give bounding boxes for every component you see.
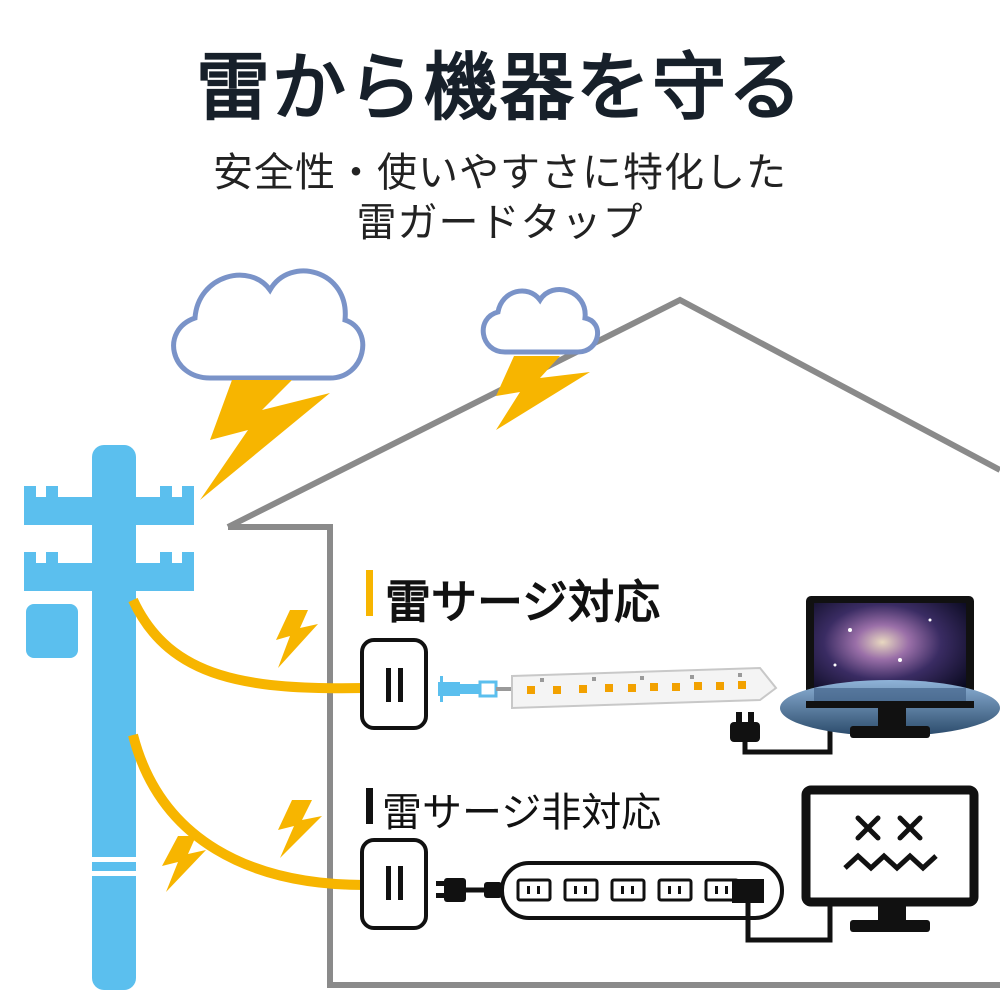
label-marker-yellow [366, 570, 373, 616]
surge-supported-label: 雷サージ対応 [385, 575, 661, 629]
subtitle-line-2: 雷ガードタップ [356, 200, 644, 246]
lightning-bolt-icon [200, 380, 330, 500]
cloud-icon [480, 287, 601, 355]
lightning-bolt-icon [162, 836, 206, 892]
non-surge-power-strip [436, 861, 833, 943]
wall-outlet-icon [360, 638, 428, 730]
power-line-lower [128, 733, 366, 890]
subtitle-line-1: 安全性・使いやすさに特化した [213, 150, 787, 196]
power-line-upper [128, 597, 366, 694]
lightning-bolt-icon [496, 356, 590, 430]
wall-outlet-icon [360, 838, 428, 930]
page-title: 雷から機器を守る [196, 45, 804, 131]
tv-monitor-icon [780, 596, 1000, 738]
broken-tv-icon [801, 785, 979, 932]
lightning-bolt-icon [278, 800, 322, 858]
surge-protected-power-strip [438, 666, 778, 710]
lightning-bolt-icon [276, 610, 318, 668]
house-outline [226, 296, 1000, 988]
cloud-icon [171, 268, 366, 381]
utility-pole-icon [24, 445, 194, 990]
surge-not-supported-label: 雷サージ非対応 [382, 790, 662, 836]
label-marker-black [366, 788, 373, 824]
